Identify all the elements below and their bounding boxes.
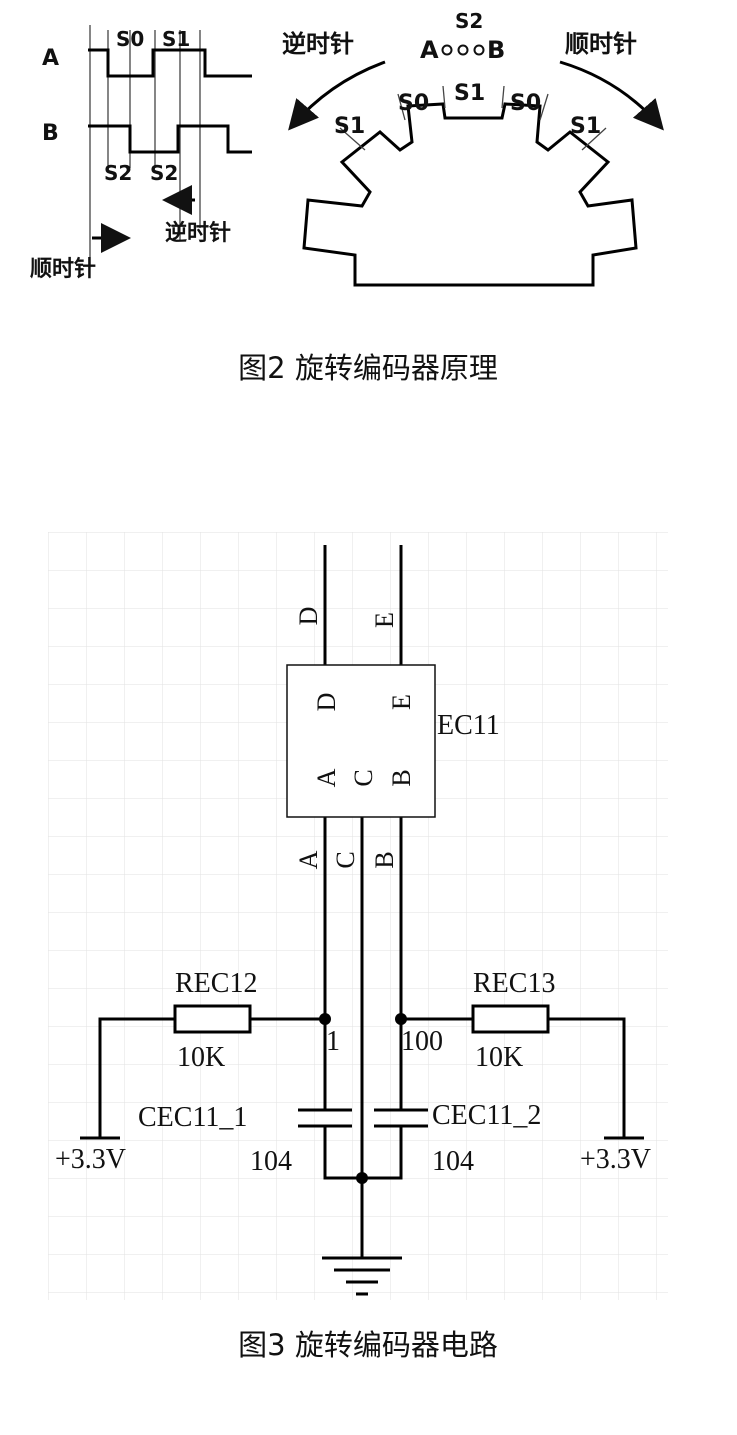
waveform-channel-a-label: A bbox=[42, 46, 59, 71]
wheel-contact-a-dot bbox=[441, 44, 453, 56]
wheel-ccw-arrow bbox=[288, 60, 386, 131]
ec11-pin-a: A bbox=[312, 768, 341, 787]
wheel-contact-c-dot bbox=[457, 44, 469, 56]
ground-symbol bbox=[322, 1256, 402, 1296]
waveform-state-s2-second: S2 bbox=[150, 161, 178, 185]
ec11-component-body bbox=[286, 664, 436, 818]
wheel-segment-s0-left: S0 bbox=[398, 91, 429, 116]
wheel-contact-b-label: B bbox=[487, 36, 505, 64]
wheel-segment-s1-right: S1 bbox=[570, 114, 601, 139]
resistor-rec12 bbox=[173, 1004, 252, 1034]
capacitor-cec11-2 bbox=[362, 1108, 428, 1180]
supply-left-label: +3.3V bbox=[55, 1144, 126, 1175]
supply-right-label: +3.3V bbox=[580, 1144, 651, 1175]
ec11-pin-e: E bbox=[387, 694, 416, 710]
junction-node-1 bbox=[319, 1013, 331, 1025]
waveform-state-s2-first: S2 bbox=[104, 161, 132, 185]
resistor-rec13-value: 10K bbox=[475, 1042, 523, 1073]
waveform-channel-b-trace bbox=[88, 124, 252, 154]
node-label-1: 1 bbox=[326, 1026, 340, 1057]
encoder-segment-ticks bbox=[339, 85, 607, 151]
capacitor-cec11-1-value: 104 bbox=[250, 1146, 292, 1177]
wheel-segment-s0-right: S0 bbox=[510, 91, 541, 116]
net-label-b: B bbox=[370, 851, 399, 868]
net-label-c: C bbox=[331, 851, 360, 868]
wheel-contact-b-dot bbox=[473, 44, 485, 56]
figure3-caption: 图3 旋转编码器电路 bbox=[238, 1328, 498, 1362]
capacitor-cec11-2-value: 104 bbox=[432, 1146, 474, 1177]
wheel-contacts-s2-label: S2 bbox=[455, 9, 483, 33]
capacitor-cec11-1 bbox=[298, 1108, 362, 1180]
capacitor-cec11-1-name: CEC11_1 bbox=[138, 1102, 247, 1133]
junction-ground-node bbox=[356, 1172, 368, 1184]
encoder-wheel-diagram: S1 S0 S1 S0 S1 S2 A B 逆时针 顺时针 bbox=[282, 9, 664, 287]
ec11-pin-c: C bbox=[349, 769, 378, 786]
ec11-pin-b: B bbox=[387, 769, 416, 786]
wire-right-supply bbox=[548, 1017, 626, 1138]
waveform-cw-label: 顺时针 bbox=[30, 256, 96, 282]
figure2-caption: 图2 旋转编码器原理 bbox=[238, 351, 498, 385]
schematic-grid-background bbox=[48, 532, 668, 1300]
resistor-rec12-name: REC12 bbox=[175, 968, 257, 999]
resistor-rec13 bbox=[471, 1004, 550, 1034]
wheel-ccw-label: 逆时针 bbox=[282, 30, 354, 58]
ec11-component-name: EC11 bbox=[437, 710, 500, 741]
net-label-d: D bbox=[294, 607, 323, 626]
wheel-segment-s1-left: S1 bbox=[334, 114, 365, 139]
waveform-diagram: A B S0 S1 S2 S2 逆时针 顺时针 bbox=[30, 25, 252, 282]
waveform-channel-b-label: B bbox=[42, 121, 59, 146]
wire-left-supply bbox=[98, 1017, 175, 1138]
encoder-wheel-outline bbox=[302, 102, 638, 287]
wheel-contact-a-label: A bbox=[420, 36, 439, 64]
wheel-cw-arrow bbox=[559, 60, 664, 131]
ec11-pin-d: D bbox=[312, 693, 341, 712]
wheel-segment-s1-mid: S1 bbox=[454, 81, 485, 106]
net-label-e: E bbox=[370, 612, 399, 628]
net-label-a: A bbox=[294, 850, 323, 869]
resistor-rec12-value: 10K bbox=[177, 1042, 225, 1073]
capacitor-cec11-2-name: CEC11_2 bbox=[432, 1100, 541, 1131]
node-label-100: 100 bbox=[401, 1026, 443, 1057]
waveform-channel-a-trace bbox=[88, 48, 252, 78]
resistor-rec13-name: REC13 bbox=[473, 968, 555, 999]
waveform-state-s1: S1 bbox=[162, 27, 190, 51]
wheel-cw-label: 顺时针 bbox=[565, 30, 637, 58]
circuit-schematic: EC11 D E A C B D E A C B REC12 10K +3.3V… bbox=[55, 545, 651, 1296]
waveform-state-s0: S0 bbox=[116, 27, 144, 51]
junction-node-100 bbox=[395, 1013, 407, 1025]
waveform-ccw-label: 逆时针 bbox=[165, 220, 231, 246]
